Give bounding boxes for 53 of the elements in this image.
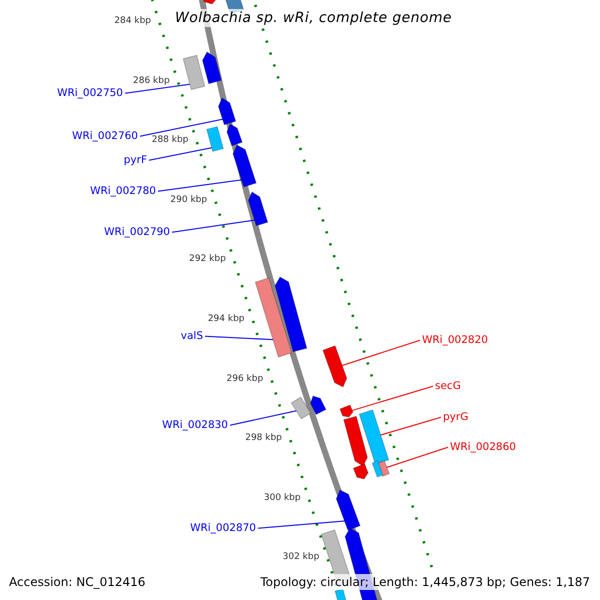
gene-feature bbox=[310, 396, 326, 416]
leader-line bbox=[204, 336, 274, 340]
leader-line bbox=[140, 118, 224, 137]
gene-block bbox=[372, 460, 384, 478]
gene-feature bbox=[226, 123, 243, 146]
gene-feature bbox=[274, 276, 308, 352]
leader-line bbox=[124, 84, 190, 94]
gene-block bbox=[290, 396, 312, 420]
leader-line bbox=[386, 446, 448, 468]
scale-label: 288 kbp bbox=[152, 136, 188, 146]
gene-feature bbox=[336, 489, 361, 531]
leader-line bbox=[158, 179, 242, 192]
gene-block bbox=[182, 54, 206, 90]
leader-line bbox=[380, 416, 442, 436]
gene-label: WRi_002750 bbox=[57, 88, 123, 98]
gene-feature bbox=[218, 97, 236, 126]
gene-feature bbox=[200, 0, 218, 4]
gene-label: pyrG bbox=[443, 412, 468, 422]
gene-feature bbox=[352, 463, 369, 480]
gene-feature bbox=[339, 404, 354, 418]
leader-line bbox=[230, 410, 298, 426]
scale-label: 296 kbp bbox=[226, 374, 264, 384]
gene-feature bbox=[202, 51, 222, 84]
gene-label: WRi_002760 bbox=[72, 131, 138, 142]
leader-line bbox=[258, 520, 346, 529]
leader-line bbox=[352, 386, 434, 411]
gene-block bbox=[358, 409, 390, 465]
scale-label: 284 kbp bbox=[114, 17, 151, 26]
gene-feature bbox=[248, 191, 268, 226]
gene-label: WRi_002820 bbox=[422, 335, 488, 346]
accession-text: Accession: NC_012416 bbox=[9, 576, 146, 588]
scale-label: 294 kbp bbox=[208, 315, 244, 324]
scale-label: 292 kbp bbox=[189, 255, 226, 264]
leader-line bbox=[172, 220, 256, 233]
gene-feature bbox=[232, 144, 257, 188]
gene-label: WRi_002830 bbox=[162, 420, 228, 430]
gene-block bbox=[254, 277, 292, 358]
gene-label: valS bbox=[180, 331, 203, 342]
leader-line bbox=[342, 340, 420, 366]
gene-label: WRi_002790 bbox=[104, 227, 170, 238]
gene-label: WRi_002870 bbox=[190, 523, 256, 534]
scale-label: 300 kbp bbox=[264, 494, 301, 503]
gene-feature bbox=[322, 345, 348, 388]
leader-line bbox=[148, 147, 212, 161]
gene-label: WRi_002860 bbox=[450, 442, 516, 452]
scale-label: 286 kbp bbox=[133, 76, 170, 86]
gene-label: pyrF bbox=[124, 155, 147, 166]
gene-label: secG bbox=[435, 381, 461, 392]
gene-block bbox=[206, 126, 224, 152]
scale-label: 290 kbp bbox=[170, 196, 208, 205]
scale-label: 298 kbp bbox=[245, 434, 282, 444]
gene-label: WRi_002780 bbox=[90, 186, 156, 196]
scale-label: 302 kbp bbox=[282, 553, 320, 562]
